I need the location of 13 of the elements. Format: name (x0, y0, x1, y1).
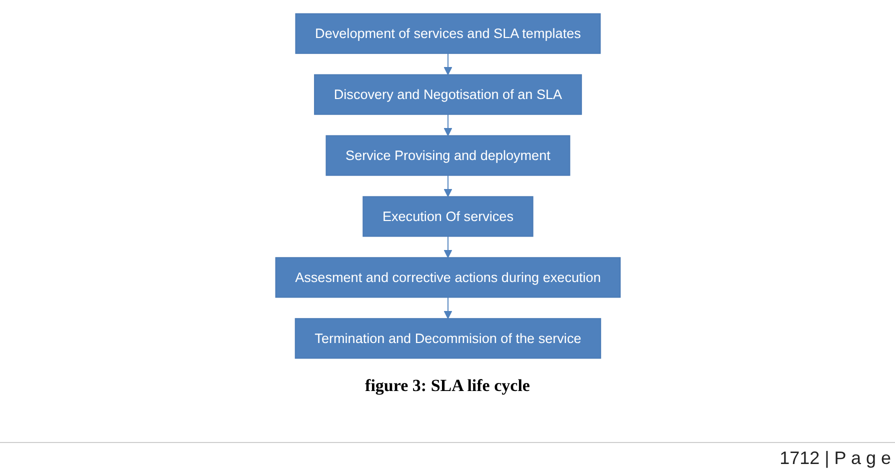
node-box: Assesment and corrective actions during execution (274, 257, 620, 298)
arrow (443, 296, 452, 319)
node-box: Termination and Decommision of the service (294, 318, 601, 359)
arrow (443, 52, 452, 76)
arrow (443, 174, 452, 198)
node-box: Discovery and Negotisation of an SLA (314, 74, 582, 115)
node-box: Development of services and SLA templates (294, 13, 600, 54)
node-box: Execution Of services (362, 196, 533, 237)
arrow (443, 114, 452, 136)
page-number: 1712 | P a g e (780, 448, 891, 468)
node-box: Service Provising and deployment (325, 135, 570, 176)
arrow (443, 236, 452, 258)
figure-caption: figure 3: SLA life cycle (364, 376, 531, 396)
